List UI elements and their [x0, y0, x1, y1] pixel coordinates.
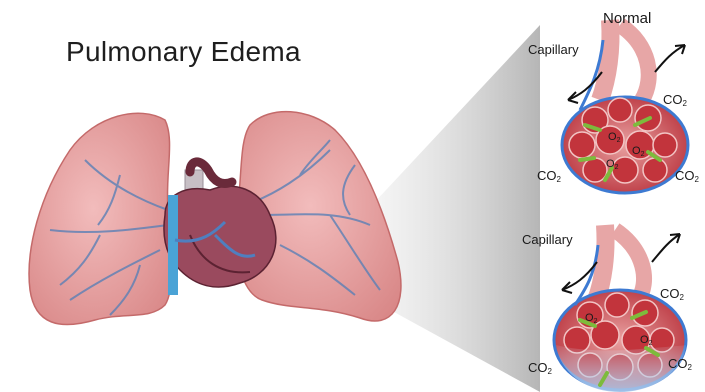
o2-label-edema-a: O2	[585, 312, 597, 325]
capillary-label-normal: Capillary	[528, 42, 579, 57]
normal-heading: Normal	[603, 10, 651, 27]
co2-label-normal-right: CO2	[675, 168, 699, 184]
co2-label-edema-top: CO2	[660, 286, 684, 302]
page-title: Pulmonary Edema	[66, 36, 301, 68]
o2-label-normal-b: O2	[632, 145, 644, 158]
o2-label-edema-b: O2	[640, 334, 652, 347]
fluid-overlay	[556, 345, 686, 392]
co2-label-normal-left: CO2	[537, 168, 561, 184]
alveoli-edema	[554, 225, 686, 392]
o2-label-normal-a: O2	[608, 131, 620, 144]
co2-label-edema-left: CO2	[528, 360, 552, 376]
co2-label-normal-top: CO2	[663, 92, 687, 108]
left-lung	[29, 113, 172, 324]
capillary-label-edema: Capillary	[522, 232, 573, 247]
zoom-cone	[372, 25, 540, 392]
o2-label-normal-c: O2	[606, 158, 618, 171]
co2-label-edema-right: CO2	[668, 356, 692, 372]
